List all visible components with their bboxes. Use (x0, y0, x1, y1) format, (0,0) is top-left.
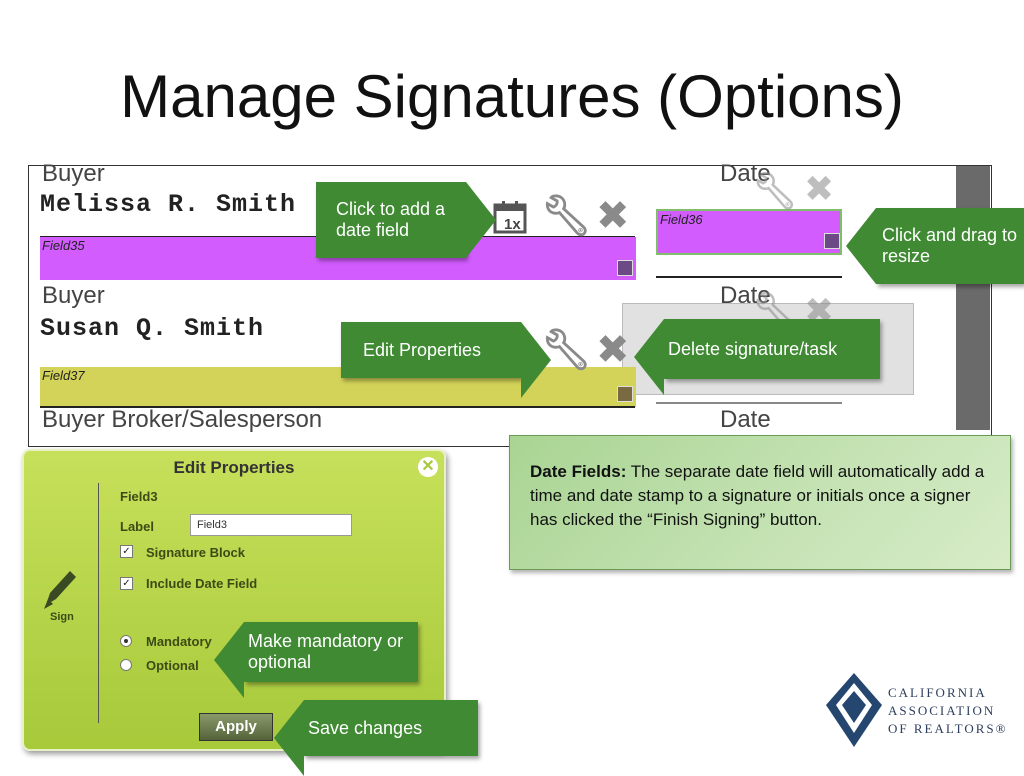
svg-text:1x: 1x (504, 216, 521, 233)
signature-block-label: Signature Block (146, 545, 245, 560)
callout-text: Make mandatory or optional (248, 631, 404, 672)
callout-text: Save changes (308, 717, 423, 738)
buyer-label: Buyer (42, 160, 105, 187)
wrench-icon[interactable]: 🔧︎ (752, 171, 798, 212)
callout-text: Click to add a date field (336, 199, 446, 240)
mandatory-label: Mandatory (146, 634, 212, 649)
pen-icon (44, 571, 76, 609)
signature-block-checkbox[interactable]: ✓ (120, 545, 133, 558)
divider (98, 483, 99, 723)
resize-handle[interactable] (617, 386, 633, 402)
date-line (656, 402, 842, 404)
label-input[interactable]: Field3 (190, 514, 352, 536)
field-label: Field35 (42, 238, 85, 253)
include-date-checkbox[interactable]: ✓ (120, 577, 133, 590)
apply-button[interactable]: Apply (199, 713, 273, 741)
callout-edit-properties: Edit Properties (341, 322, 551, 398)
resize-handle[interactable] (617, 260, 633, 276)
callout-resize: Click and drag to resize (846, 208, 1024, 284)
resize-handle[interactable] (824, 233, 840, 249)
callout-delete: Delete signature/task (634, 319, 880, 395)
close-icon[interactable]: ✕ (418, 457, 438, 477)
signature-line (40, 406, 635, 408)
wrench-icon[interactable]: 🔧︎ (541, 193, 592, 239)
field-name: Field3 (120, 489, 158, 504)
calendar-add-icon[interactable]: 1x (493, 200, 529, 234)
date-line (656, 276, 842, 278)
callout-text: Click and drag to resize (882, 225, 1018, 266)
date-label: Date (720, 160, 771, 187)
logo-line: OF REALTORS® (888, 721, 1008, 736)
logo-line: CALIFORNIA (888, 685, 987, 700)
delete-x-icon[interactable]: ✖ (596, 327, 630, 373)
callout-mandatory: Make mandatory or optional (214, 622, 418, 698)
panel-title: Edit Properties (173, 458, 295, 477)
buyer-label: Buyer (42, 282, 105, 309)
optional-label: Optional (146, 658, 199, 673)
date-label: Date (720, 406, 771, 433)
optional-radio[interactable] (120, 659, 132, 671)
car-logo-icon (826, 673, 882, 747)
callout-text: Edit Properties (363, 339, 482, 360)
include-date-label: Include Date Field (146, 576, 258, 591)
delete-x-icon[interactable]: ✖ (804, 169, 835, 210)
field-label: Field37 (42, 368, 85, 383)
slide-title: Manage Signatures (Options) (120, 63, 904, 130)
signer-name: Susan Q. Smith (40, 314, 265, 343)
label-caption: Label (120, 519, 154, 534)
note-body: The separate date field will automatical… (530, 462, 985, 529)
note-heading: Date Fields: (530, 462, 627, 481)
scrollbar[interactable] (956, 166, 990, 430)
delete-x-icon[interactable]: ✖ (596, 193, 630, 239)
field-label: Field36 (660, 212, 703, 227)
callout-text: Delete signature/task (668, 338, 838, 359)
callout-add-date: Click to add a date field (316, 182, 496, 258)
logo-line: ASSOCIATION (888, 703, 996, 718)
date-field-36[interactable]: Field36 (656, 209, 842, 255)
buyer-broker-label: Buyer Broker/Salesperson (42, 406, 323, 433)
callout-save: Save changes (274, 700, 478, 776)
signer-name: Melissa R. Smith (40, 190, 297, 219)
date-fields-note: Date Fields: The separate date field wil… (509, 435, 1011, 570)
sign-label: Sign (50, 611, 74, 623)
logo-text: CALIFORNIA ASSOCIATION OF REALTORS® (888, 684, 1008, 738)
mandatory-radio[interactable] (120, 635, 132, 647)
